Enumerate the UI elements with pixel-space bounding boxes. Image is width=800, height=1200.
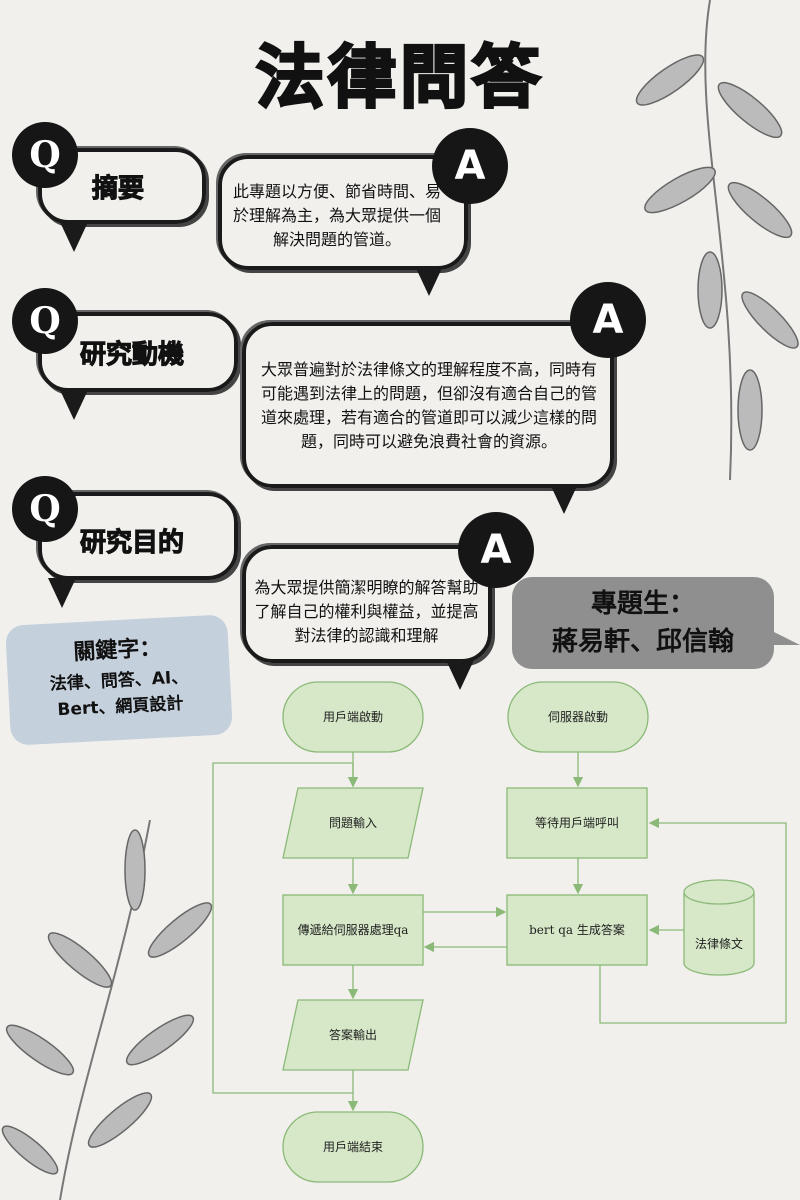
students-heading: 專題生： (590, 589, 695, 619)
a-icon: A (458, 512, 534, 588)
node-client-start (282, 681, 424, 753)
answer-bubble-abstract (218, 155, 468, 270)
q-icon: Q (12, 476, 78, 542)
q-icon: Q (12, 122, 78, 188)
node-label: 等待用戶端呼叫 (535, 816, 619, 830)
students-names: 蔣易軒、邱信翰 (551, 627, 734, 657)
node-bert-answer (506, 894, 648, 966)
answer-bubble-purpose (242, 545, 492, 663)
node-label: 傳遞給伺服器處理qa (298, 922, 409, 937)
answer-bubble-motivation (242, 322, 614, 488)
leaf-branch-decoration (635, 0, 799, 481)
node-label: 伺服器啟動 (548, 709, 608, 724)
node-server-start (507, 681, 649, 753)
students-card: 專題生： 蔣易軒、邱信翰 (512, 577, 774, 669)
question-label: 研究動機 (79, 340, 185, 371)
node-label: 法律條文 (695, 936, 743, 951)
node-wait-call (506, 787, 648, 859)
question-label: 研究目的 (79, 528, 185, 559)
answer-text: 為大眾提供簡潔明瞭的解答幫助了解自己的權利與權益，並提高對法律的認識和理解 (254, 578, 479, 645)
flowchart: 用戶端啟動 伺服器啟動 問題輸入 等待用戶端呼叫 傳遞給伺服器處理qa bert… (212, 681, 787, 1183)
bubble-tail (446, 660, 474, 690)
bubble-tail (60, 390, 88, 420)
node-question-input (282, 787, 424, 859)
a-icon: A (432, 128, 508, 204)
node-law-db (683, 879, 755, 976)
node-answer-output (282, 999, 424, 1071)
bubble-tail (550, 484, 578, 514)
node-label: bert qa 生成答案 (529, 922, 625, 937)
answer-text: 大眾普遍對於法律條文的理解程度不高，同時有可能遇到法律上的問題，但卻沒有適合自己… (260, 360, 597, 451)
question-label: 摘要 (91, 174, 145, 205)
node-label: 答案輸出 (329, 1027, 377, 1042)
node-client-end (282, 1111, 424, 1183)
students-bubble-tail (760, 625, 800, 645)
page-title: 法律問答 (254, 38, 544, 120)
bubble-tail (48, 578, 76, 608)
node-label: 用戶端啟動 (323, 709, 383, 724)
a-icon: A (570, 282, 646, 358)
node-label: 用戶端結束 (323, 1140, 383, 1154)
leaf-branch-decoration-bottom (1, 820, 213, 1200)
node-label: 問題輸入 (329, 815, 377, 830)
node-send-to-server (282, 894, 424, 966)
answer-text: 此專題以方便、節省時間、易於理解為主，為大眾提供一個解決問題的管道。 (232, 182, 441, 249)
bubble-tail (415, 266, 443, 296)
bubble-tail (60, 222, 88, 252)
q-icon: Q (12, 288, 78, 354)
